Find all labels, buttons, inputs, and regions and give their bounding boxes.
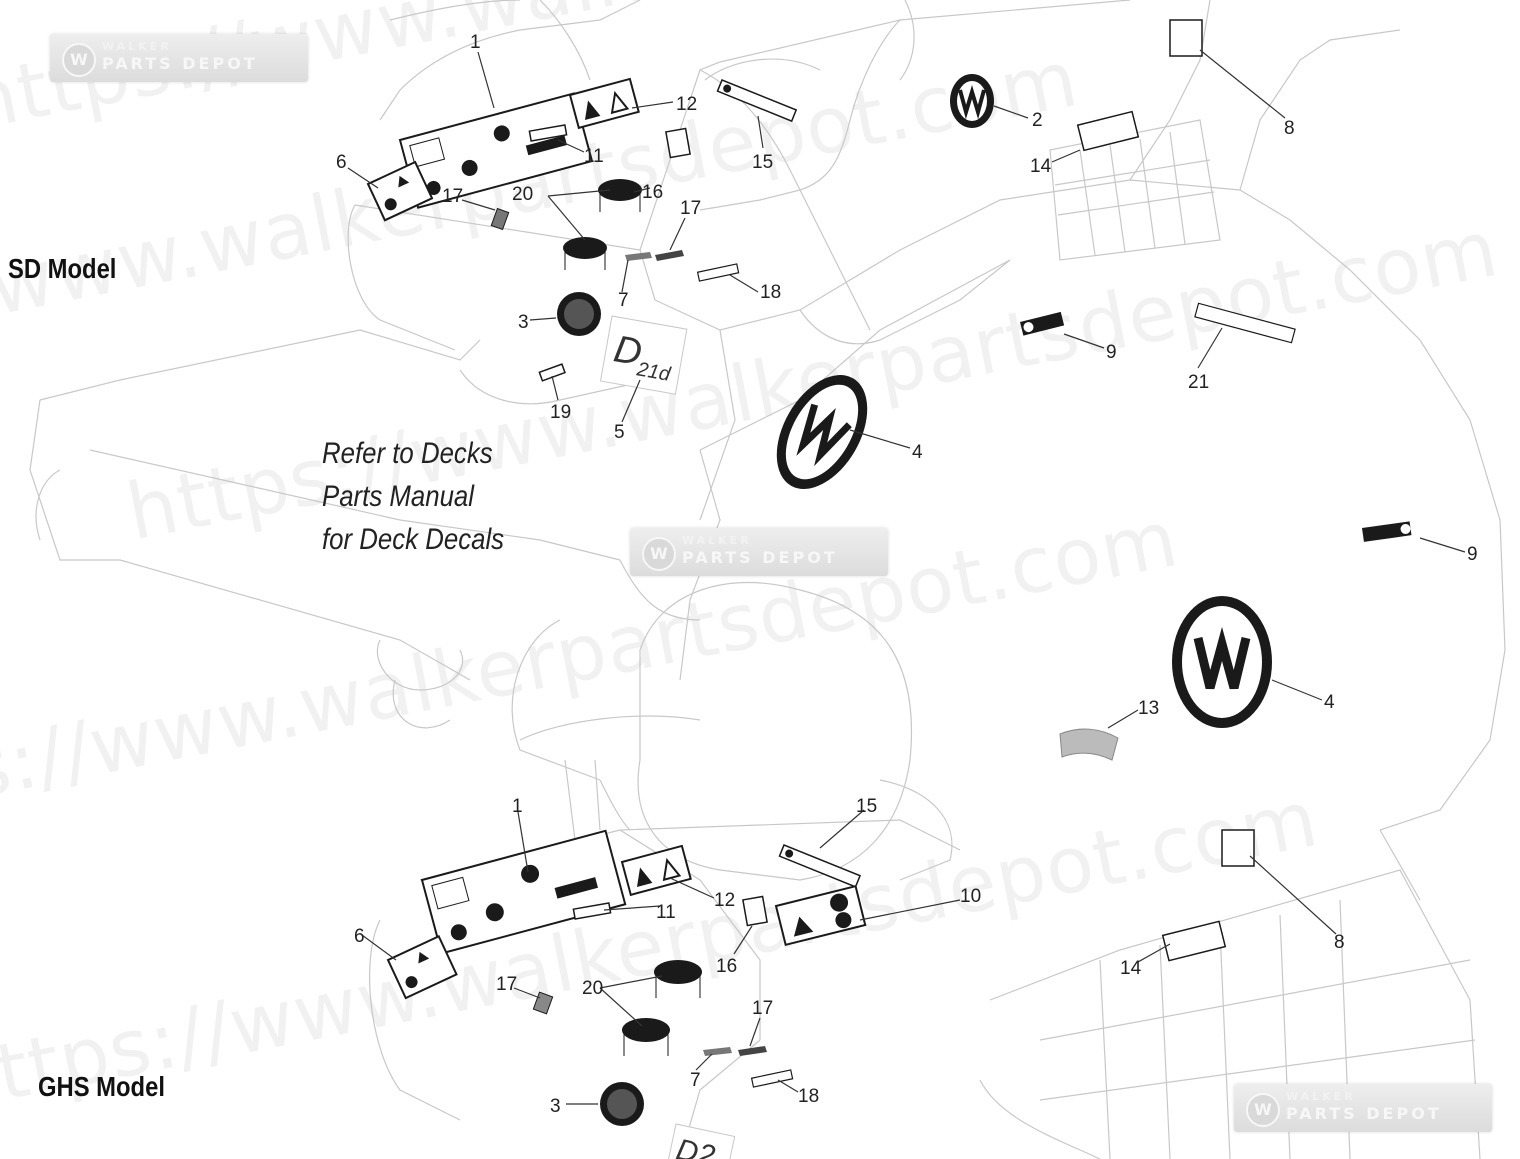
callout-11-ghs: 11 <box>656 902 676 923</box>
decal-12-ghs <box>620 844 692 897</box>
callout-18-sd: 18 <box>760 282 781 303</box>
decal-17-ghs-a <box>532 991 554 1015</box>
callout-14-sd: 14 <box>1030 156 1052 177</box>
decal-4-logo-upper <box>776 375 868 489</box>
callout-4-lower: 4 <box>1324 692 1335 713</box>
callout-3-ghs: 3 <box>550 1096 561 1117</box>
deck-decals-note: Refer to Decks Parts Manual for Deck Dec… <box>322 432 504 561</box>
decal-17-ghs-b <box>738 1046 767 1056</box>
decal-16-ghs <box>742 895 768 927</box>
callout-8-sd: 8 <box>1284 118 1295 139</box>
decal-14-ghs <box>1161 920 1227 962</box>
callout-9-lower: 9 <box>1467 544 1478 565</box>
callout-4-upper: 4 <box>912 442 923 463</box>
callout-17-ghs-b: 17 <box>752 998 773 1019</box>
decal-7-sd <box>625 252 652 261</box>
decal-18-sd <box>696 263 740 282</box>
callout-21: 21 <box>1188 372 1209 393</box>
decal-5-d21d: D 21d <box>599 315 688 395</box>
decal-17-sd-a <box>490 207 510 231</box>
decal-15-ghs <box>778 844 862 888</box>
note-line-1: Refer to Decks <box>322 437 493 470</box>
callout-18-ghs: 18 <box>798 1086 819 1107</box>
note-line-3: for Deck Decals <box>322 523 505 556</box>
decal-11-ghs <box>572 902 612 920</box>
leader-lines <box>347 49 1466 1105</box>
callout-6-ghs: 6 <box>354 926 365 947</box>
decal-9-upper <box>1020 311 1065 336</box>
callout-9-upper: 9 <box>1106 342 1117 363</box>
callout-10-ghs: 10 <box>960 886 981 907</box>
callout-numbers: 1 2 3 5 6 7 8 9 11 12 14 15 16 17 17 18 … <box>336 32 1478 1117</box>
callout-17-ghs-a: 17 <box>496 974 517 995</box>
decal-14-sd <box>1076 110 1140 152</box>
callout-17-sd-a: 17 <box>442 186 463 207</box>
logo-line1: WALKER <box>1286 1090 1356 1103</box>
logo-line2: PARTS DEPOT <box>682 548 838 567</box>
callout-6-sd: 6 <box>336 152 347 173</box>
decals: D 21d <box>366 19 1412 1159</box>
decal-10-ghs <box>774 884 867 947</box>
callout-11-sd: 11 <box>584 146 604 167</box>
decal-6-sd <box>366 160 434 222</box>
logo-line2: PARTS DEPOT <box>1286 1104 1442 1123</box>
watermark-logo: W WALKER PARTS DEPOT <box>1234 1084 1492 1132</box>
callout-5-sd: 5 <box>614 422 625 443</box>
callout-1-sd: 1 <box>470 32 481 53</box>
decal-11-sd <box>528 124 568 142</box>
walker-logo-icon: W <box>1246 1093 1280 1127</box>
ghs-model-label: GHS Model <box>38 1071 165 1102</box>
decal-8-sd <box>1169 19 1203 57</box>
walker-logo-icon: W <box>62 43 96 77</box>
callout-12-ghs: 12 <box>714 890 735 911</box>
callout-3-sd: 3 <box>518 312 529 333</box>
sd-model-label: SD Model <box>8 253 117 284</box>
callout-13: 13 <box>1138 698 1159 719</box>
decal-6-ghs <box>386 935 458 1000</box>
decal-13 <box>1059 728 1119 761</box>
decal-4-logo-lower <box>1172 596 1272 728</box>
decal-9-lower <box>1362 521 1412 542</box>
walker-logo-icon: W <box>642 537 676 571</box>
logo-line2: PARTS DEPOT <box>102 54 258 73</box>
callout-15-sd: 15 <box>752 152 773 173</box>
callout-12-sd: 12 <box>676 94 697 115</box>
decal-16-sd <box>665 127 691 159</box>
watermark-logo: W WALKER PARTS DEPOT <box>630 528 888 576</box>
decal-20-sd-upper <box>598 179 642 201</box>
callout-16-sd: 16 <box>642 182 663 203</box>
decal-8-ghs <box>1221 829 1255 867</box>
callout-15-ghs: 15 <box>856 796 877 817</box>
decal-1-ghs-panel <box>420 829 627 955</box>
decal-19-sd <box>538 363 566 382</box>
callout-17-sd-b: 17 <box>680 198 701 219</box>
callout-7-ghs: 7 <box>690 1070 701 1091</box>
decal-7-ghs <box>703 1047 732 1056</box>
callout-19-sd: 19 <box>550 402 571 423</box>
watermark-logo: W WALKER PARTS DEPOT <box>50 34 308 82</box>
logo-line1: WALKER <box>102 40 172 53</box>
callout-7-sd: 7 <box>618 290 629 311</box>
callout-20-ghs: 20 <box>582 978 603 999</box>
callout-16-ghs: 16 <box>716 956 737 977</box>
decal-17-sd-b <box>655 250 684 261</box>
note-line-2: Parts Manual <box>322 480 475 513</box>
logo-line1: WALKER <box>682 534 752 547</box>
decal-20-ghs-upper <box>654 960 702 984</box>
decal-5-ghs-partial: D2 <box>665 1123 736 1159</box>
callout-20-sd: 20 <box>512 184 533 205</box>
callout-8-ghs: 8 <box>1334 932 1345 953</box>
callout-1-ghs: 1 <box>512 796 523 817</box>
machine-outline <box>29 0 1506 1159</box>
decal-15-sd <box>716 79 798 123</box>
callout-14-ghs: 14 <box>1120 958 1142 979</box>
decal-20-sd-lower <box>563 237 607 259</box>
callout-2-sd: 2 <box>1032 110 1043 131</box>
decal-12-sd <box>568 77 640 130</box>
decal-20-ghs-lower <box>622 1018 670 1042</box>
decal-18-ghs <box>750 1069 794 1088</box>
decal-21 <box>1194 302 1296 344</box>
